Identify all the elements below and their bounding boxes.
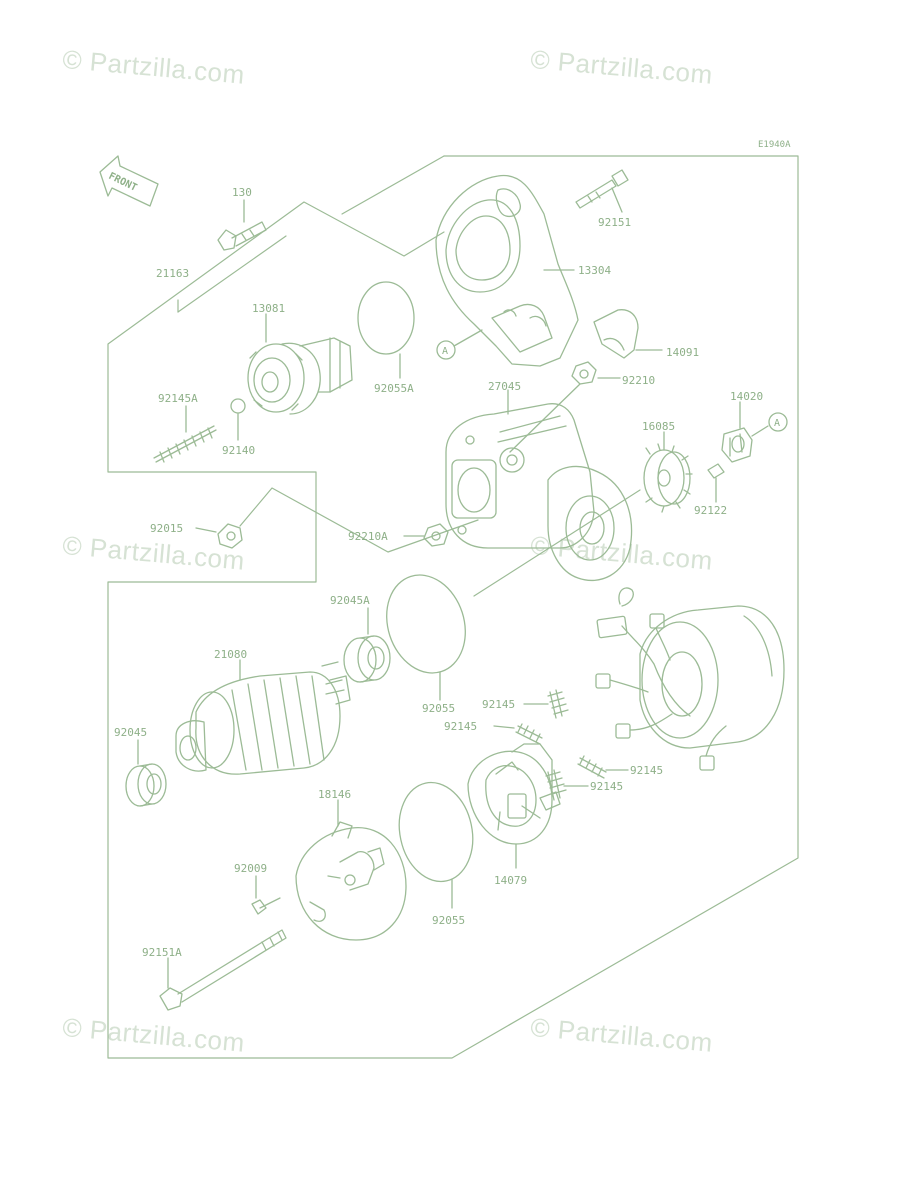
housing-13304 <box>435 174 579 367</box>
front-arrow-icon: FRONT <box>99 155 159 207</box>
part-label: 92045 <box>114 726 147 739</box>
washer-92015 <box>217 523 243 549</box>
svg-text:A: A <box>774 418 780 429</box>
part-label: 21080 <box>214 648 247 661</box>
part-label: 18146 <box>318 788 351 801</box>
part-label: 92140 <box>222 444 255 457</box>
part-label: 14091 <box>666 346 699 359</box>
part-label: 13081 <box>252 302 285 315</box>
armature-21080 <box>175 661 351 775</box>
part-label: 130 <box>232 186 252 199</box>
spring-92145 <box>577 755 607 779</box>
part-label: 92145A <box>158 392 198 405</box>
clutch-13081 <box>247 337 353 415</box>
part-label: 92015 <box>150 522 183 535</box>
ref-mark-a: A <box>436 329 483 360</box>
part-label: 92145 <box>590 780 623 793</box>
part-label: 14079 <box>494 874 527 887</box>
o-ring-92055 <box>386 574 466 674</box>
part-label: 92055A <box>374 382 414 395</box>
ref-mark-a: A <box>751 412 788 437</box>
part-label: 92145 <box>482 698 515 711</box>
part-label: 92122 <box>694 504 727 517</box>
gear-16085 <box>643 443 693 513</box>
part-label: 92009 <box>234 862 267 875</box>
yoke-assembly <box>595 587 785 771</box>
brush-holder-14079 <box>467 743 561 845</box>
ball-92140 <box>230 398 246 414</box>
pin-92122 <box>707 463 725 479</box>
part-label: 92210A <box>348 530 388 543</box>
spring-92145 <box>545 769 567 801</box>
part-label: 27045 <box>488 380 521 393</box>
part-labels: 130 92151 21163 13304 13081 14091 92055A… <box>114 186 763 959</box>
part-label: 92151 <box>598 216 631 229</box>
part-label: 13304 <box>578 264 611 277</box>
svg-text:A: A <box>442 346 448 357</box>
spring-92145A <box>153 425 217 463</box>
bearing-92045 <box>125 763 167 807</box>
yoke-27045 <box>445 403 633 582</box>
o-ring-92055 <box>398 781 474 883</box>
part-label: 92055 <box>422 702 455 715</box>
bolt-92151A <box>159 929 287 1011</box>
gear-14020 <box>721 427 753 463</box>
nut-92210 <box>509 361 621 453</box>
part-label: 92151A <box>142 946 182 959</box>
part-label: 92145 <box>630 764 663 777</box>
part-label: 92055 <box>432 914 465 927</box>
spring-92145 <box>515 723 543 745</box>
bolt-130 <box>217 221 267 251</box>
assembly-frame <box>107 155 799 1059</box>
part-label: 14020 <box>730 390 763 403</box>
bolt-92151 <box>575 169 629 209</box>
part-label: 16085 <box>642 420 675 433</box>
part-label: 92145 <box>444 720 477 733</box>
spring-92145 <box>547 689 569 719</box>
cover-14091 <box>593 309 639 359</box>
part-label: 92210 <box>622 374 655 387</box>
part-label: 92045A <box>330 594 370 607</box>
screw-92009 <box>251 897 281 915</box>
end-cover-18146 <box>295 821 407 941</box>
part-label: 21163 <box>156 267 189 280</box>
bearing-92045A <box>343 635 391 683</box>
diagram-code: E1940A <box>758 140 791 150</box>
o-ring-92055A <box>357 281 415 355</box>
nut-92210A <box>423 523 449 547</box>
